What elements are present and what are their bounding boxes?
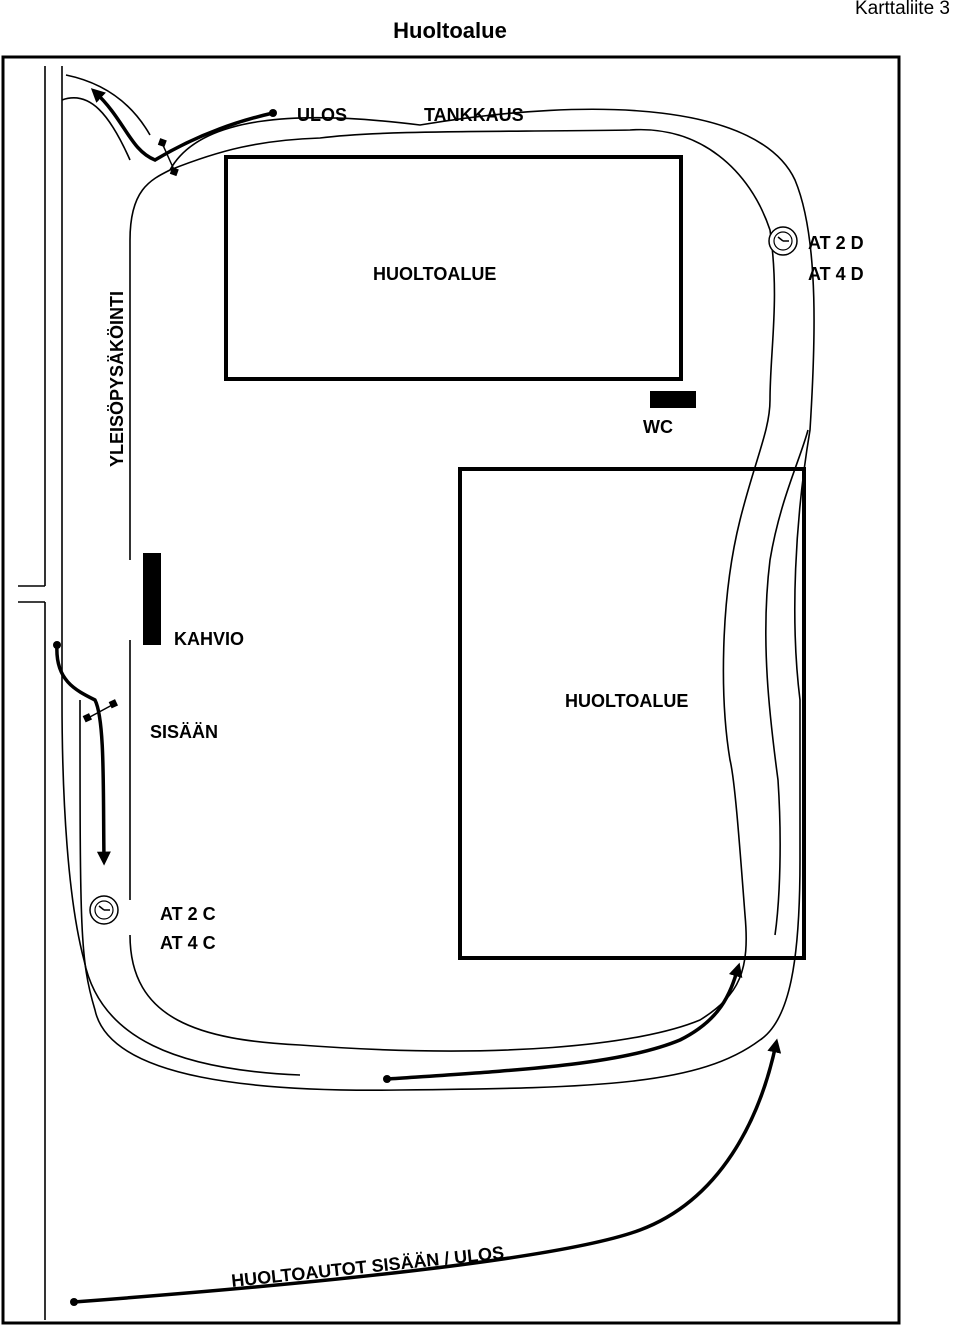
entrance-barrier (87, 703, 115, 719)
service-area-top-building (224, 155, 683, 381)
wc-label: WC (643, 417, 673, 437)
exit-route-arrow (90, 88, 274, 162)
service-area-bottom-building (458, 467, 806, 960)
loop-road (61, 74, 815, 1091)
public-parking-label: YLEISÖPYSÄKÖINTI (107, 291, 127, 467)
exit-barrier-post-2 (169, 167, 179, 177)
service-vehicles-label: HUOLTOAUTOT SISÄÄN / ULOS (230, 1242, 505, 1291)
station-east-line2: AT 4 D (808, 264, 864, 284)
entrance-barrier-post-2 (108, 699, 118, 709)
exit-label: ULOS (297, 105, 347, 125)
entrance-label: SISÄÄN (150, 722, 218, 742)
attachment-label: Karttaliite 3 (854, 0, 950, 19)
entrance-barrier-post (82, 713, 92, 723)
exit-barrier-post (157, 138, 167, 148)
cafe-building (143, 553, 161, 645)
exit-route-start-dot (269, 109, 277, 117)
map-frame (1, 55, 901, 1325)
cafe-label: KAHVIO (174, 629, 244, 649)
station-west-line1: AT 2 C (160, 904, 216, 924)
service-area-top-label: HUOLTOALUE (373, 264, 496, 284)
public-road (18, 66, 63, 1320)
page-title: Huoltoalue (393, 18, 507, 43)
service-vehicles-route-arrow (73, 1038, 782, 1304)
entrance-route-start-dot (53, 641, 61, 649)
fueling-label: TANKKAUS (424, 105, 524, 125)
service-area-bottom-label: HUOLTOALUE (565, 691, 688, 711)
speed-camera-icon (768, 226, 798, 256)
station-east-line1: AT 2 D (808, 233, 864, 253)
entrance-route-arrow (55, 644, 111, 866)
station-west-line2: AT 4 C (160, 933, 216, 953)
speed-camera-icon (89, 895, 119, 925)
internal-flow-start-dot (383, 1075, 391, 1083)
internal-flow-arrow (386, 962, 743, 1081)
service-vehicles-start-dot (70, 1298, 78, 1306)
exit-barrier (161, 142, 176, 173)
wc-building (650, 391, 696, 408)
